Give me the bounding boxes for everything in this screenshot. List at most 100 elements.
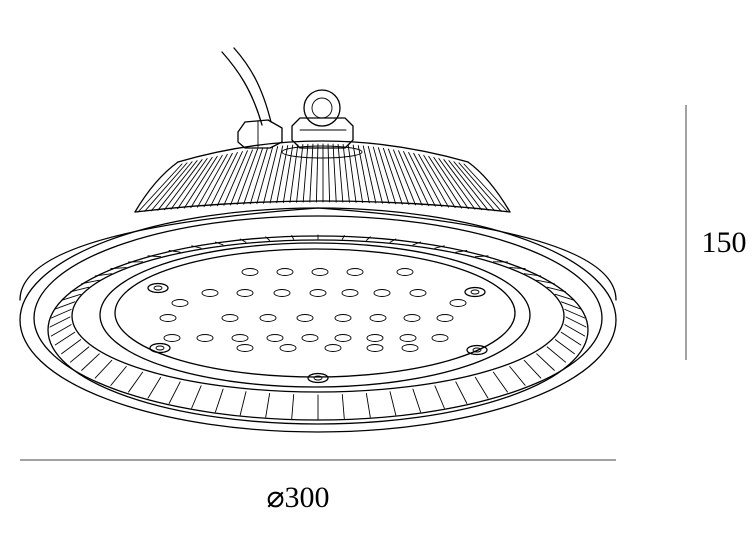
led-dot	[201, 289, 219, 297]
led-dot	[266, 334, 284, 342]
outer-ring	[19, 207, 617, 433]
led-dot	[399, 334, 417, 342]
cooling-fin	[337, 143, 344, 203]
vent-slot	[147, 376, 162, 399]
cooling-fin	[393, 149, 416, 206]
vent-slot	[239, 391, 247, 416]
vent-slot	[365, 393, 371, 418]
screw-hole	[153, 285, 163, 291]
vent-slot	[49, 316, 71, 328]
cooling-fin	[170, 158, 208, 210]
cooling-fins	[137, 143, 509, 213]
led-dot	[341, 289, 359, 297]
cooling-fin	[418, 153, 449, 208]
led-dot	[163, 334, 181, 342]
vent-slot	[389, 238, 397, 243]
screw-hole	[470, 289, 480, 295]
hanging-ring	[281, 89, 363, 159]
vent-slot	[546, 286, 567, 293]
led-dot	[241, 268, 259, 276]
vent-slot	[474, 376, 489, 399]
led-dot	[296, 314, 314, 322]
cooling-fin	[144, 162, 188, 212]
led-dot	[259, 314, 277, 322]
vent-slot	[434, 245, 445, 249]
cooling-fin	[163, 159, 203, 211]
vent-slot	[81, 353, 100, 371]
cooling-fin	[342, 144, 350, 203]
screw-head	[149, 342, 171, 354]
led-dot	[279, 344, 297, 352]
cooling-fin	[210, 151, 238, 207]
vent-slot	[455, 381, 468, 404]
height-dimension-label: 150	[702, 226, 747, 259]
cooling-fin	[256, 146, 274, 204]
vent-slot	[50, 324, 72, 337]
screw-head	[307, 372, 329, 384]
cooling-fin	[413, 152, 443, 208]
cooling-fin	[157, 160, 198, 211]
vent-slot	[492, 371, 508, 393]
cooling-fin	[352, 144, 364, 204]
led-array	[159, 268, 467, 352]
vent-slot	[54, 331, 76, 346]
vent-slot	[341, 394, 345, 420]
vent-slot	[94, 359, 113, 379]
vent-slot	[554, 293, 575, 301]
cooling-fin	[276, 145, 289, 204]
cooling-fin	[203, 152, 233, 208]
vent-slot	[147, 255, 162, 258]
screw-hole	[472, 347, 482, 353]
vent-slot	[536, 353, 555, 371]
vent-slot	[69, 346, 90, 363]
vent-slot	[265, 393, 271, 418]
led-dot	[324, 344, 342, 352]
cooling-fin	[327, 143, 331, 203]
power-cable	[221, 47, 272, 126]
vent-slot	[554, 339, 575, 355]
cooling-fin	[190, 154, 223, 209]
cooling-fin	[377, 147, 397, 205]
vent-slot	[110, 267, 127, 270]
cooling-fin	[309, 143, 314, 203]
led-dot	[196, 334, 214, 342]
cooling-fin	[236, 148, 258, 205]
vent-slot	[434, 385, 445, 409]
cooling-fin	[372, 146, 390, 204]
vent-slot	[536, 279, 555, 285]
vent-slot	[128, 371, 144, 393]
cooling-fin	[453, 161, 496, 212]
vent-slot	[389, 391, 397, 416]
led-dot	[409, 289, 427, 297]
led-dot	[366, 334, 384, 342]
cooling-fin	[197, 153, 228, 208]
vent-slot	[214, 241, 224, 246]
led-dot	[273, 289, 291, 297]
led-dot	[401, 344, 419, 352]
led-dot	[221, 314, 239, 322]
cooling-fin	[223, 150, 248, 206]
cooling-fin	[183, 155, 218, 209]
vent-slot	[81, 279, 100, 285]
led-dot	[301, 334, 319, 342]
cooling-fin	[362, 145, 377, 204]
cooling-fin	[438, 158, 476, 210]
led-dot	[276, 268, 294, 276]
cooling-fin	[408, 151, 436, 207]
vent-slot	[509, 267, 526, 270]
vent-slot	[412, 388, 422, 413]
cooling-fin	[296, 144, 304, 203]
cooling-fin	[230, 149, 253, 206]
cooling-fin	[137, 163, 183, 213]
cooling-fin	[367, 146, 383, 204]
screw-head	[466, 344, 488, 356]
vent-slot	[50, 308, 72, 319]
vent-slot	[412, 241, 422, 246]
cooling-fin	[315, 143, 319, 203]
cooling-fin	[428, 155, 463, 209]
mounting-screws	[147, 282, 488, 384]
vent-slot	[61, 293, 82, 301]
cooling-fin	[177, 156, 213, 210]
vent-slot	[560, 301, 582, 310]
vent-slot	[265, 236, 271, 241]
